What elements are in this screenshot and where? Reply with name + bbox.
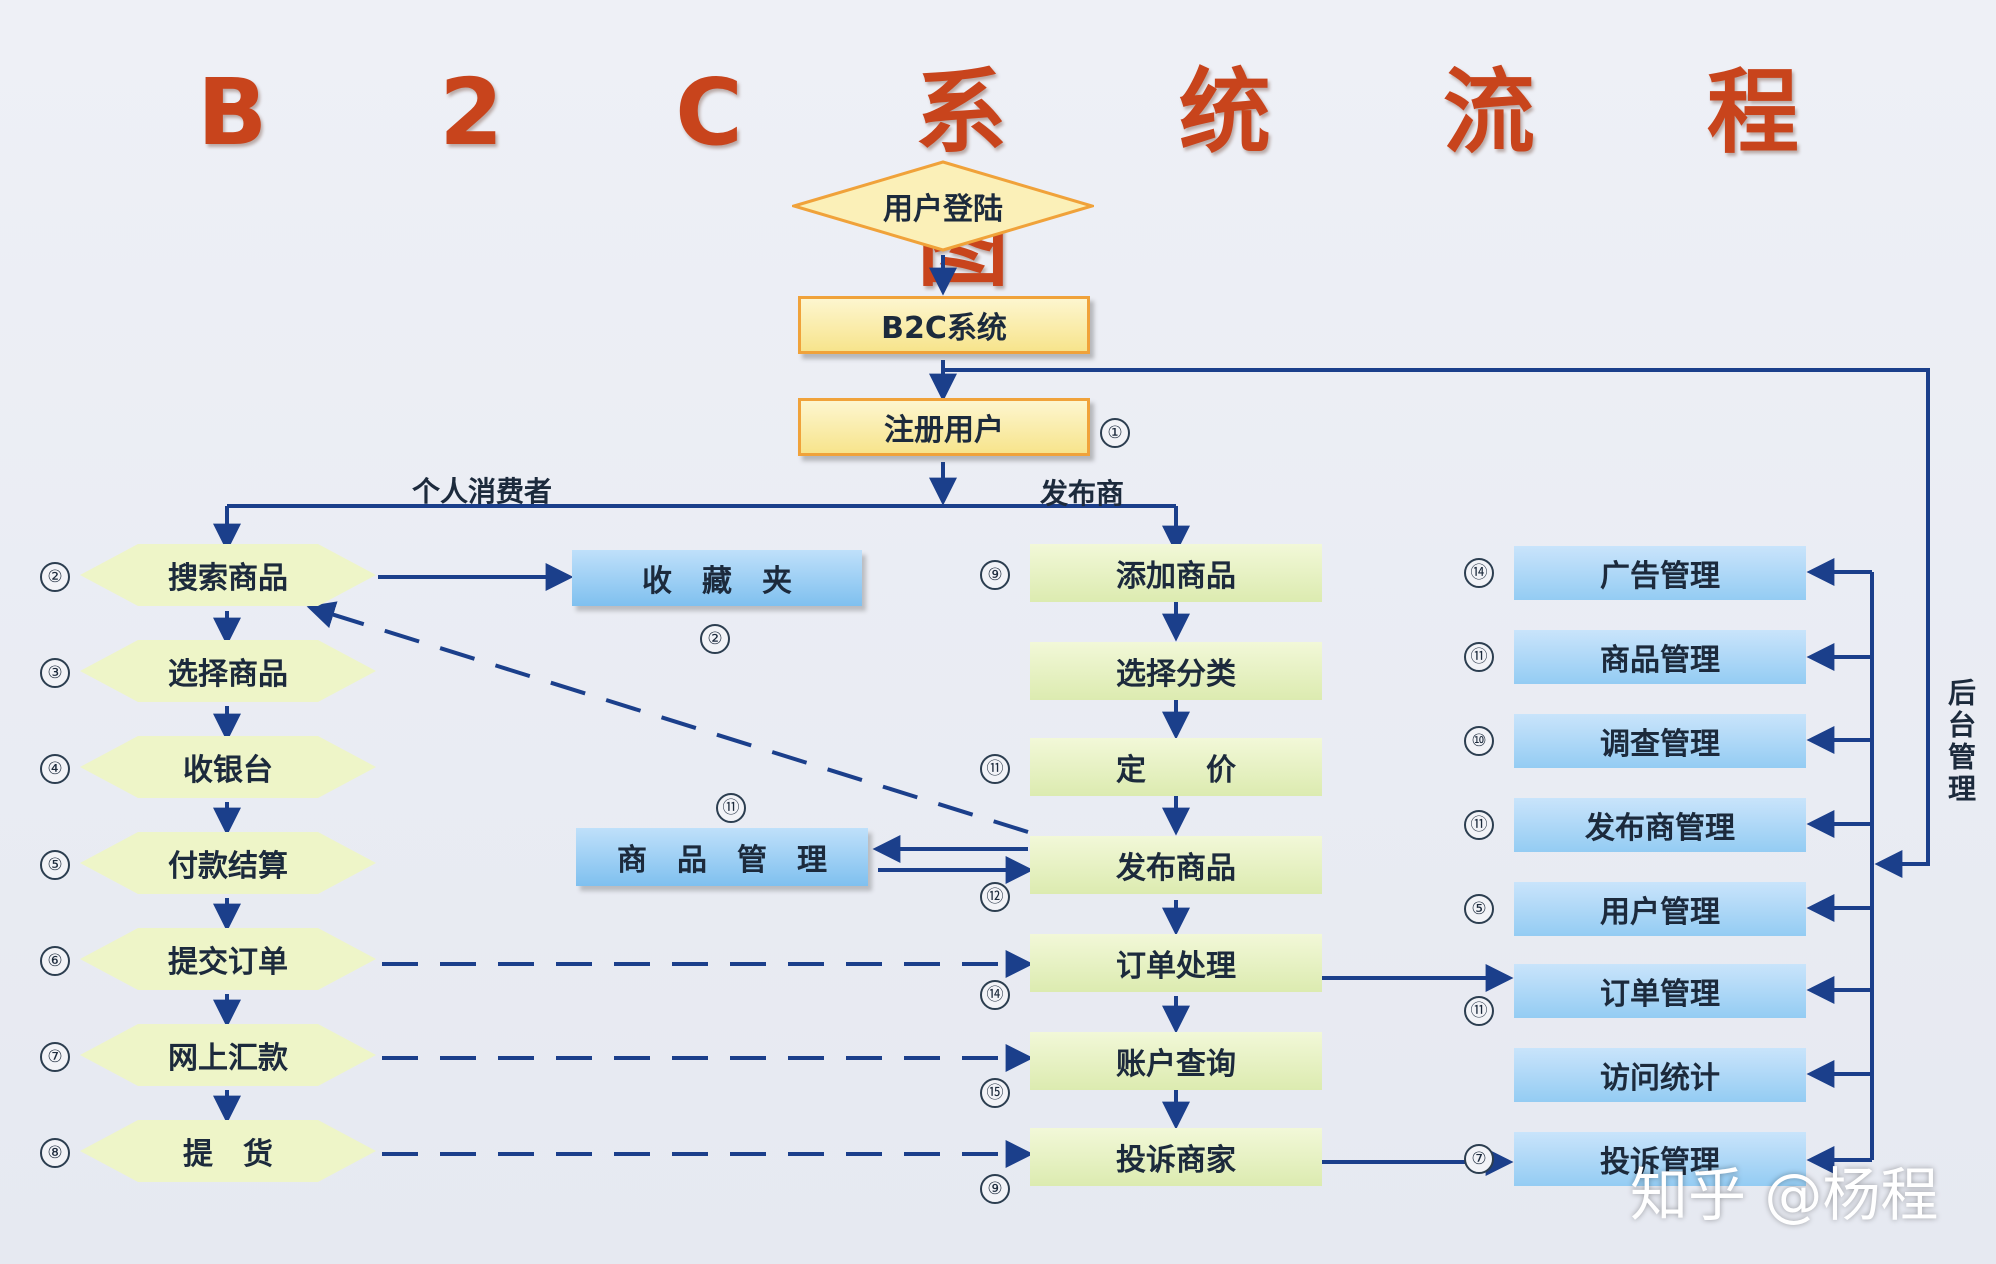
consumer-step-shape [80,1024,376,1086]
consumer-step: 网上汇款 [168,1041,288,1076]
publisher-step: 订单处理 [1030,934,1322,992]
consumer-step-shape [80,736,376,798]
register-number: ① [1100,418,1130,448]
admin-item-number: ⑭ [1464,558,1494,588]
publisher-branch-label: 发布商 [1040,477,1125,510]
publisher-step: 定 价 [1030,738,1322,796]
consumer-step: 提交订单 [168,945,288,980]
favorites-number: ② [700,624,730,654]
login-node: 用户登陆 [883,192,1003,227]
b2c-system-node: B2C系统 [798,296,1090,354]
publisher-step-number: ⑨ [980,560,1010,590]
consumer-step: 提 货 [183,1137,273,1172]
publisher-step: 投诉商家 [1030,1128,1322,1186]
consumer-step-shape [80,1120,376,1182]
publisher-step: 发布商品 [1030,836,1322,894]
admin-item-number: ⑤ [1464,894,1494,924]
consumer-step-shape [80,640,376,702]
consumer-branch-label: 个人消费者 [412,475,553,508]
consumer-step: 收银台 [183,753,273,788]
watermark: 知乎 @杨程 [1630,1161,1939,1229]
consumer-step-number: ④ [40,754,70,784]
goods-mgmt-number: ⑪ [716,793,746,823]
consumer-step-number: ⑥ [40,946,70,976]
consumer-step-number: ③ [40,658,70,688]
consumer-step: 选择商品 [168,657,288,692]
publisher-step: 选择分类 [1030,642,1322,700]
admin-item-number: ⑩ [1464,726,1494,756]
admin-item-number: ⑪ [1464,642,1494,672]
consumer-step-shape [80,928,376,990]
publisher-step: 添加商品 [1030,544,1322,602]
consumer-step-shape [80,544,376,606]
goods-mgmt-box: 商 品 管 理 [576,828,868,886]
admin-item: 访问统计 [1514,1048,1806,1102]
consumer-step: 付款结算 [168,849,288,884]
admin-item: 调查管理 [1514,714,1806,768]
register-node: 注册用户 [798,398,1090,456]
publisher-step-number: ⑪ [980,754,1010,784]
publisher-step-number: ⑫ [980,882,1010,912]
consumer-step-number: ② [40,562,70,592]
consumer-step-number: ⑧ [40,1138,70,1168]
consumer-step-number: ⑦ [40,1042,70,1072]
admin-item: 投诉管理 [1514,1132,1806,1186]
publisher-step: 账户查询 [1030,1032,1322,1090]
admin-item: 商品管理 [1514,630,1806,684]
admin-item-number: ⑪ [1464,996,1494,1026]
admin-item: 用户管理 [1514,882,1806,936]
favorites-box: 收 藏 夹 [572,550,862,606]
publisher-step-number: ⑮ [980,1078,1010,1108]
backend-label: 后台管理 [1944,678,1977,806]
publisher-step-number: ⑭ [980,980,1010,1010]
admin-item: 发布商管理 [1514,798,1806,852]
login-diamond-shape [792,160,1094,252]
admin-item: 订单管理 [1514,964,1806,1018]
admin-item: 广告管理 [1514,546,1806,600]
consumer-step-number: ⑤ [40,850,70,880]
consumer-step: 搜索商品 [168,561,288,596]
admin-item-number: ⑪ [1464,810,1494,840]
publisher-step-number: ⑨ [980,1174,1010,1204]
admin-item-number: ⑦ [1464,1144,1494,1174]
consumer-step-shape [80,832,376,894]
